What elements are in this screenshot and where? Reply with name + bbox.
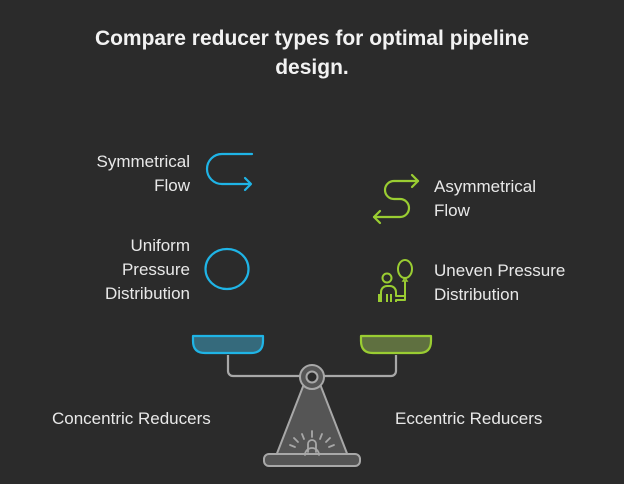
scale-stand	[275, 383, 349, 457]
feature-symmetrical-flow-label: Symmetrical Flow	[40, 150, 190, 198]
feature-uneven-pressure-label: Uneven Pressure Distribution	[434, 259, 614, 307]
winding-arrow-icon	[372, 173, 420, 225]
feature-uniform-pressure-label: Uniform Pressure Distribution	[40, 234, 190, 306]
scale-base	[263, 453, 361, 467]
label-line: Symmetrical	[96, 152, 190, 171]
right-pan	[359, 334, 433, 355]
label-line: Distribution	[434, 285, 520, 304]
alarm-light-icon	[289, 430, 335, 456]
person-balloon-icon	[378, 259, 413, 302]
page-title: Compare reducer types for optimal pipeli…	[0, 24, 624, 82]
concentric-reducers-label: Concentric Reducers	[52, 409, 211, 428]
label-line: Flow	[154, 176, 190, 195]
left-pan	[191, 334, 265, 355]
title-text: Compare reducer types for optimal pipeli…	[94, 27, 530, 79]
label-line: Asymmetrical	[434, 177, 537, 196]
label-line: Distribution	[104, 284, 190, 303]
label-line: Pressure	[121, 260, 190, 279]
circle-icon	[204, 247, 250, 291]
feature-asymmetrical-flow-label: Asymmetrical Flow	[434, 175, 614, 223]
label-line: Flow	[434, 201, 470, 220]
label-line: Uniform	[130, 236, 190, 255]
eccentric-reducers-label: Eccentric Reducers	[395, 409, 543, 428]
label-line: Uneven Pressure	[434, 261, 566, 280]
u-turn-arrow-icon	[205, 152, 254, 192]
